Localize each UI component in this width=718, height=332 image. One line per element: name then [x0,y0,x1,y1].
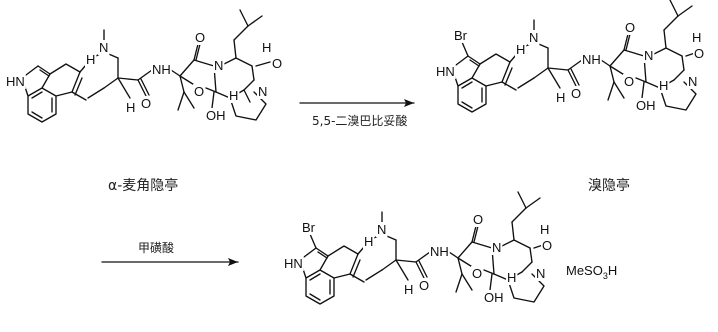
amide-o-label: O [419,278,429,293]
compound-bromocriptine-mesylate: Br HN N H H NH O O N O OH H H O N [283,191,554,305]
oh-label: OH [206,108,226,123]
indole-nh-label: HN [284,256,303,271]
lactam-o-label: O [473,212,483,227]
ring-h-label: H [516,42,525,57]
bromo-label: Br [302,220,316,235]
reagent-2-label: 甲磺酸 [138,240,174,255]
lactam-n-label: N [644,48,653,63]
oxazolidine-o-label: O [472,266,482,281]
cyclol-h-label: H [507,270,516,285]
oh-label: OH [636,98,656,113]
cyclol-h-label: H [659,78,668,93]
imide-o-label: O [694,46,704,61]
imide-o-label: O [272,56,282,71]
lactam-n-label: N [492,240,501,255]
ring-h-label: H [364,234,373,249]
c5-h-label: H [262,40,271,55]
c5-h-label: H [692,30,701,45]
ring-h-label: H [86,52,95,67]
amide-nh-label: NH [582,52,601,67]
amide-o-label: O [571,86,581,101]
oxazolidine-o-label: O [194,84,204,99]
imide-n-label: N [258,84,267,99]
amide-nh-label: NH [152,62,171,77]
c8-h-label: H [404,282,413,297]
lactam-o-label: O [625,20,635,35]
oxazolidine-o-label: O [624,74,634,89]
amide-nh-label: NH [430,244,449,259]
imide-n-label: N [688,74,697,89]
bromo-label: Br [454,28,468,43]
c8-h-label: H [556,90,565,105]
reaction-arrow-2: 甲磺酸 [101,240,239,266]
amine-n-label: N [377,222,386,237]
c5-h-label: H [540,222,549,237]
oh-label: OH [484,290,504,305]
reaction-arrow-1: 5,5-二溴巴比妥酸 [299,99,415,128]
imide-n-label: N [536,266,545,281]
imide-o-label: O [542,238,552,253]
mesylate-counterion: MeSO3H [566,263,617,281]
cyclol-h-label: H [229,88,238,103]
reagent-1-label: 5,5-二溴巴比妥酸 [312,113,407,128]
amine-n-label: N [99,40,108,55]
compound-bromocriptine: Br HN N H H NH O O N O OH H H O N 溴隐亭 [435,0,706,194]
compound-alpha-ergocryptine: HN N H H NH O O N O OH H H O N α-麦角隐亭 [5,9,284,194]
amine-n-label: N [529,30,538,45]
indole-nh-label: HN [6,74,25,89]
indole-nh-label: HN [436,64,455,79]
amide-o-label: O [141,96,151,111]
c8-h-label: H [126,100,135,115]
compound-1-name: α-麦角隐亭 [108,177,178,194]
lactam-n-label: N [214,58,223,73]
lactam-o-label: O [195,30,205,45]
compound-2-name: 溴隐亭 [588,177,630,194]
